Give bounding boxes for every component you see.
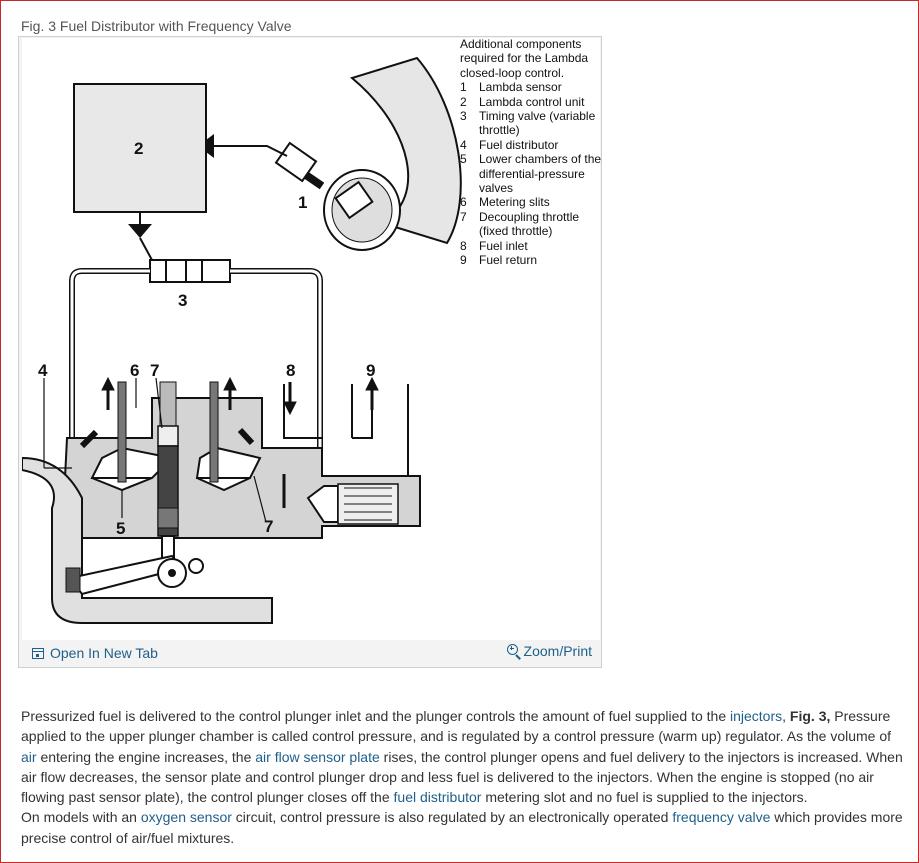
legend-item-label: Fuel return (479, 253, 538, 268)
article-text: Pressure applied to the upper plunger ch… (21, 708, 892, 745)
zoom-in-icon (506, 643, 522, 660)
legend-item: 8 Fuel inlet (460, 239, 602, 253)
legend-item: 5 Lower chambers of the differential-pres… (460, 152, 602, 195)
part-label-6: 6 (130, 361, 139, 380)
fuel-distributor-diagram[interactable]: 1 2 3 4 5 6 7 7 8 9 (22, 38, 600, 640)
part-label-4: 4 (38, 361, 48, 380)
article-text: entering the engine increases, the (36, 748, 256, 765)
figure-caption: Fig. 3 Fuel Distributor with Frequency V… (21, 18, 292, 34)
legend-item-number: 7 (460, 209, 467, 224)
legend-item-number: 6 (460, 195, 467, 210)
legend-item-label: Fuel inlet (479, 238, 528, 253)
legend-title: Additional components required for the L… (460, 37, 589, 80)
article-text: metering slot and no fuel is supplied to… (481, 789, 808, 806)
legend-item-number: 2 (460, 94, 467, 109)
part-label-1: 1 (298, 193, 307, 212)
legend-item: 3 Timing valve (variable throttle) (460, 109, 602, 138)
legend-item-label: Lower chambers of the differential-press… (479, 152, 602, 196)
figure-legend: Additional components required for the L… (460, 37, 602, 268)
frequency-valve-link[interactable]: frequency valve (672, 809, 771, 826)
legend-item: 1 Lambda sensor (460, 80, 602, 94)
open-in-new-tab-label: Open In New Tab (50, 645, 158, 661)
legend-item-number: 3 (460, 109, 467, 124)
intake-pipe (349, 56, 462, 245)
legend-item: 9 Fuel return (460, 253, 602, 267)
legend-item-number: 9 (460, 253, 467, 268)
article-text: , (782, 708, 790, 724)
air-flow-sensor-plate-link[interactable]: air flow sensor plate (255, 748, 380, 765)
legend-item: 2 Lambda control unit (460, 95, 602, 109)
oxygen-sensor-link[interactable]: oxygen sensor (140, 809, 232, 826)
part-label-7b: 7 (264, 517, 273, 536)
injectors-link[interactable]: injectors (730, 708, 783, 724)
open-in-new-tab-link[interactable]: Open In New Tab (32, 645, 158, 661)
legend-list: 1 Lambda sensor 2 Lambda control unit 3 Tim… (460, 80, 602, 267)
legend-item-number: 5 (460, 152, 467, 167)
article-text: Pressurized fuel is delivered to the con… (21, 708, 730, 724)
legend-item-label: Fuel distributor (479, 137, 559, 152)
part-label-7a: 7 (150, 361, 159, 380)
article-text: circuit, control pressure is also regula… (231, 809, 673, 826)
legend-item: 4 Fuel distributor (460, 138, 602, 152)
part-label-9: 9 (366, 361, 375, 380)
legend-item-label: Lambda sensor (479, 80, 562, 95)
article-text: On models with an (21, 809, 141, 826)
article-text: which provides more precise control of a… (21, 809, 903, 846)
new-tab-icon (32, 647, 44, 659)
legend-item-label: Lambda control unit (479, 94, 585, 109)
air-link[interactable]: air (21, 748, 37, 765)
timing-valve (149, 259, 231, 283)
figure-toolbar: Open In New Tab Zoom/Print (20, 640, 600, 666)
legend-item-number: 4 (460, 137, 467, 152)
legend-item-label: Timing valve (variable throttle) (479, 109, 596, 138)
zoom-print-label: Zoom/Print (523, 643, 592, 659)
fuel-distributor-link[interactable]: fuel distributor (393, 789, 482, 806)
legend-item: 6 Metering slits (460, 195, 602, 209)
legend-item-number: 1 (460, 80, 467, 95)
part-label-2: 2 (134, 139, 143, 158)
legend-item-label: Metering slits (479, 195, 550, 210)
figure-reference: Fig. 3, (789, 708, 831, 724)
article-text: rises, the control plunger opens and fue… (21, 748, 903, 806)
legend-item-number: 8 (460, 238, 467, 253)
part-label-8: 8 (286, 361, 295, 380)
lambda-sensor (274, 141, 318, 183)
part-label-5: 5 (116, 519, 125, 538)
legend-item-label: Decoupling throttle (fixed throttle) (479, 209, 580, 239)
zoom-print-link[interactable]: Zoom/Print (506, 643, 592, 660)
legend-item: 7 Decoupling throttle (fixed throttle) (460, 210, 602, 239)
part-label-3: 3 (178, 291, 187, 310)
article-body: Pressurized fuel is delivered to the con… (21, 706, 906, 848)
